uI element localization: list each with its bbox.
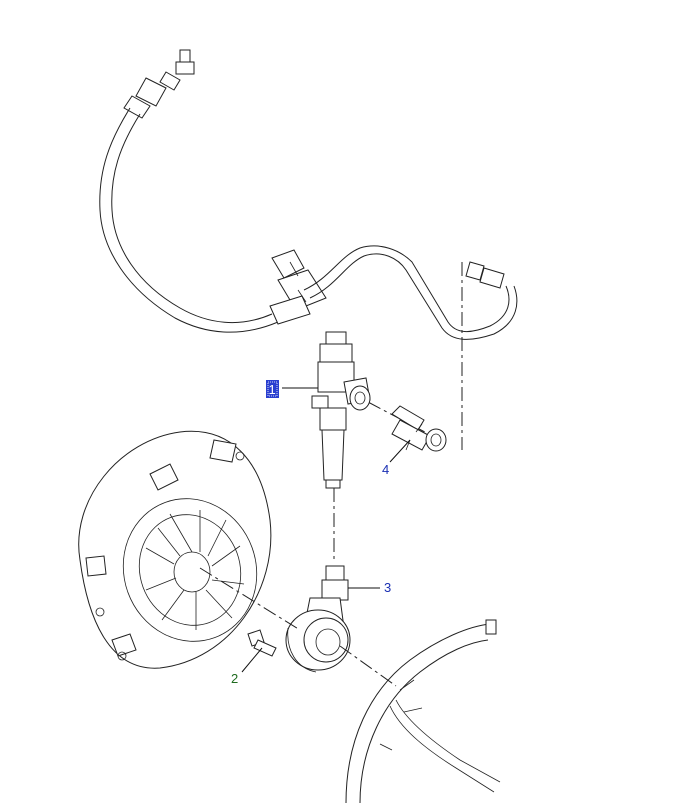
leader-2 <box>241 647 263 673</box>
callout-3-label[interactable]: 3 <box>384 580 391 595</box>
part-4-adapter[interactable] <box>391 405 447 452</box>
clutch-pressure-plate <box>78 430 272 669</box>
centerline-clutch <box>199 567 301 631</box>
centerline-valve <box>367 401 441 441</box>
centerline-housing <box>339 645 397 687</box>
part-3-slave-cylinder[interactable] <box>285 565 351 673</box>
clutch-pipe <box>303 245 518 340</box>
callout-1-label: 1 <box>269 382 276 397</box>
callout-4-label[interactable]: 4 <box>382 462 389 477</box>
leader-4 <box>389 439 411 463</box>
callout-2-label[interactable]: 2 <box>231 671 238 686</box>
part-2-bolt[interactable] <box>247 629 277 657</box>
part-1-connector[interactable] <box>311 331 371 489</box>
bell-housing <box>345 619 501 803</box>
clutch-hose <box>99 49 327 333</box>
callout-1[interactable]: 1 <box>266 380 279 398</box>
